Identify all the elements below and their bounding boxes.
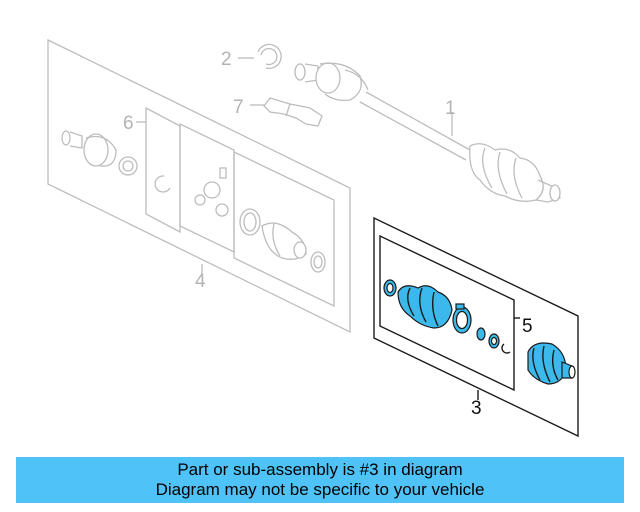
bracket [263, 97, 323, 127]
callout-4: 4 [195, 271, 206, 292]
callout-2: 2 [221, 49, 232, 70]
boot-kit-panel [47, 38, 351, 334]
banner-line-part: Part or sub-assembly is #3 in diagram [177, 460, 463, 479]
banner-line-disclaimer: Diagram may not be specific to your vehi… [155, 480, 485, 499]
callout-5: 5 [522, 316, 533, 337]
callout-1: 1 [445, 98, 456, 119]
boot-kit-assembly-3 [373, 216, 579, 438]
parts-diagram: 2 7 1 6 4 5 3 [47, 38, 579, 438]
axle-shaft-assembly [294, 62, 561, 203]
callout-3: 3 [471, 398, 482, 419]
snap-ring [257, 43, 282, 70]
ghost-leaders [136, 57, 453, 274]
callout-6: 6 [123, 113, 134, 134]
info-banner: Part or sub-assembly is #3 in diagram Di… [16, 457, 624, 503]
callout-7: 7 [233, 97, 244, 118]
